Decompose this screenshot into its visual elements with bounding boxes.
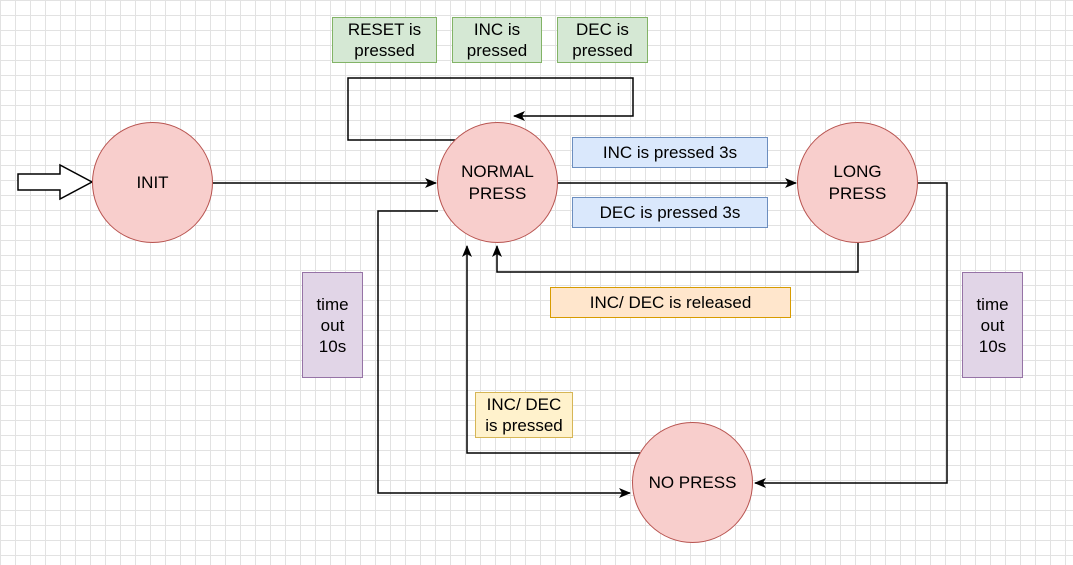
entry-arrow	[17, 163, 94, 201]
edge-normal-to-nopress	[377, 210, 631, 498]
label-dec-pressed-3s: DEC is pressed 3s	[572, 197, 768, 228]
label-inc-dec-pressed: INC/ DEC is pressed	[475, 392, 573, 438]
label-inc-pressed: INC is pressed	[452, 17, 542, 63]
label-timeout-left: time out 10s	[302, 272, 363, 378]
edge-normal-self-loop	[347, 77, 634, 141]
state-normal-press: NORMAL PRESS	[437, 122, 558, 243]
label-inc-dec-released: INC/ DEC is released	[550, 287, 791, 318]
edge-long-to-nopress	[754, 182, 948, 488]
edge-nopress-to-normal	[462, 245, 640, 454]
state-no-press: NO PRESS	[632, 422, 753, 543]
edge-long-to-normal	[492, 243, 859, 273]
label-reset-pressed: RESET is pressed	[332, 17, 437, 63]
label-timeout-right: time out 10s	[962, 272, 1023, 378]
state-init: INIT	[92, 122, 213, 243]
state-long-press: LONG PRESS	[797, 122, 918, 243]
label-dec-pressed: DEC is pressed	[557, 17, 648, 63]
label-inc-pressed-3s: INC is pressed 3s	[572, 137, 768, 168]
